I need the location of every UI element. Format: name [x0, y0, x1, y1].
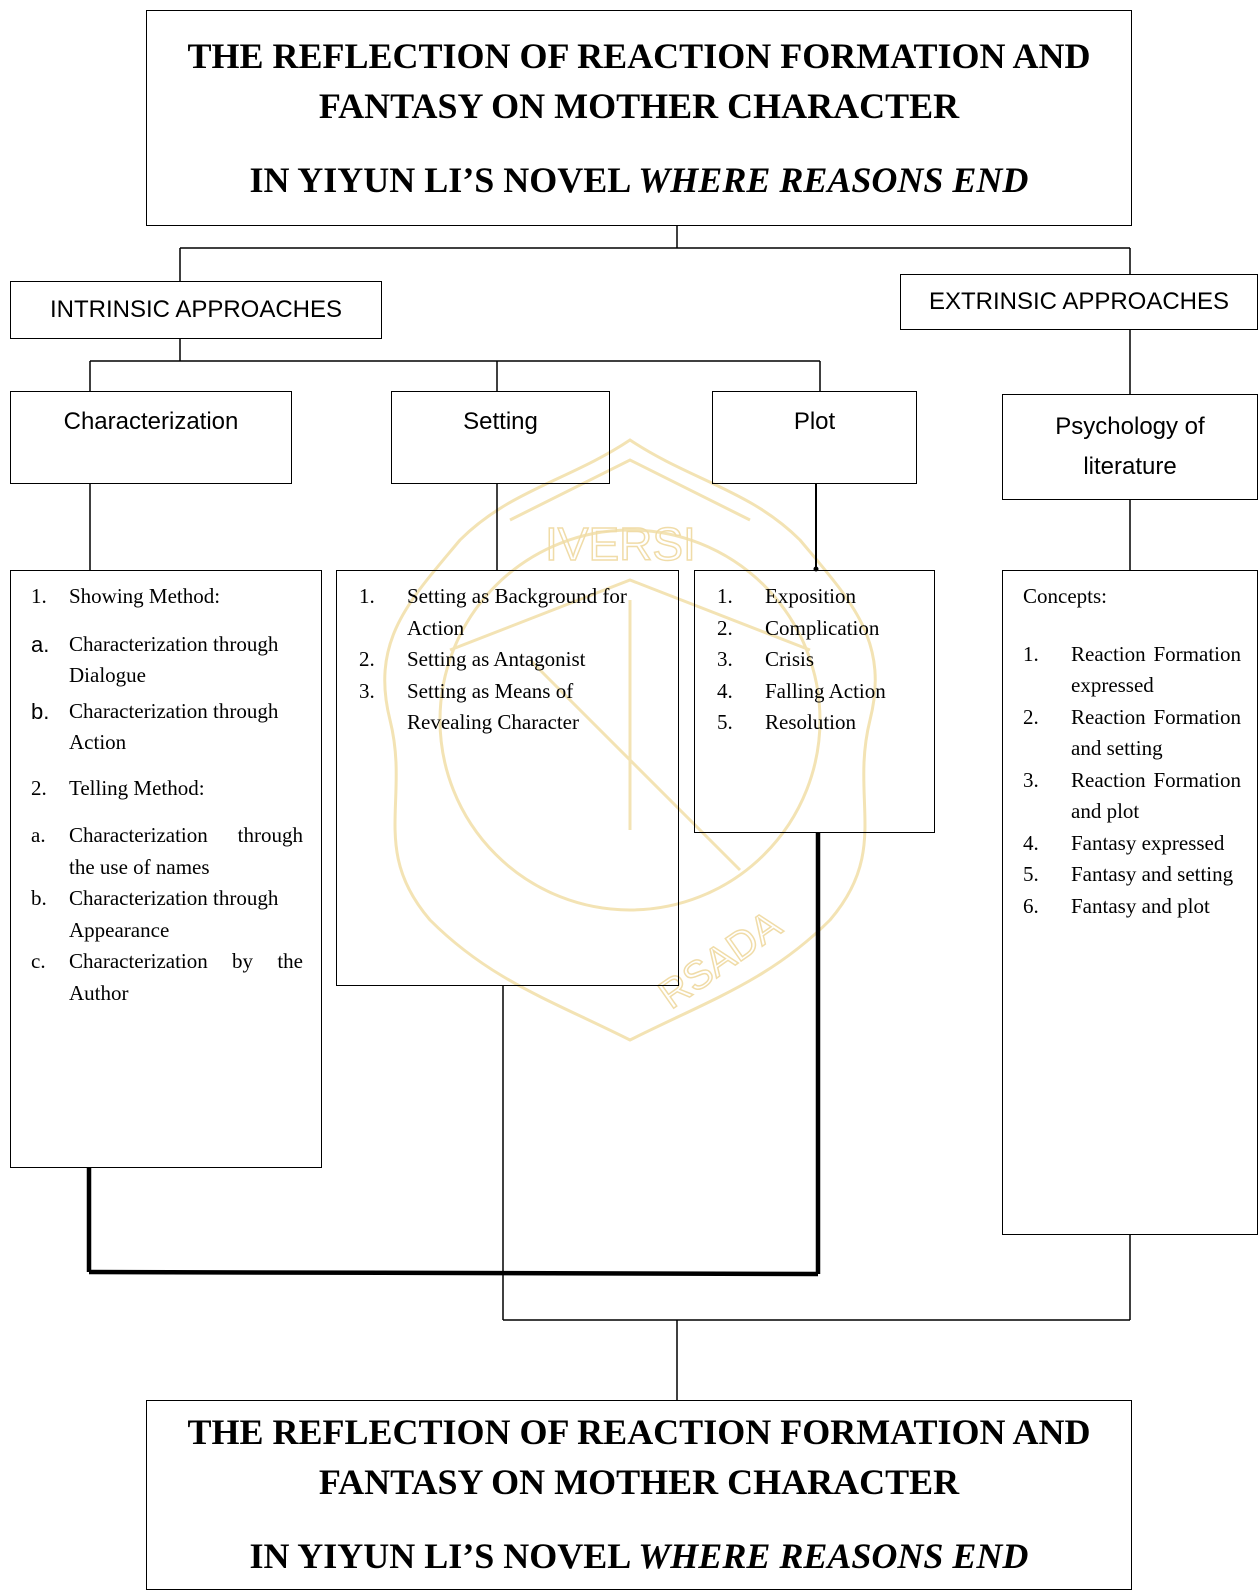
characterization-label: Characterization — [63, 408, 239, 435]
psychology-label-line1: Psychology of — [1055, 413, 1205, 440]
bottom-title-line2: FANTASY ON MOTHER CHARACTER — [318, 1462, 960, 1502]
top-title-line1: THE REFLECTION OF REACTION FORMATION AND — [187, 36, 1091, 76]
psychology-label-line2: literature — [1083, 453, 1177, 480]
characterization-box: Characterization — [10, 391, 292, 484]
list-item: 1.Reaction Formation expressed — [1023, 641, 1241, 698]
psychology-of-literature-box: Psychology of literature — [1002, 394, 1258, 500]
list-item: 2.Reaction Formation and setting — [1023, 704, 1241, 761]
extrinsic-approaches-label: EXTRINSIC APPROACHES — [928, 288, 1230, 315]
svg-text:IVERSI: IVERSI — [545, 518, 696, 570]
top-title-line2: FANTASY ON MOTHER CHARACTER — [318, 86, 960, 126]
list-item: 5.Fantasy and setting — [1023, 862, 1234, 886]
setting-box: Setting — [391, 391, 610, 484]
list-item: a.Characterization through the use of na… — [31, 823, 303, 879]
top-title-line3: IN YIYUN LI’S NOVEL WHERE REASONS END — [249, 160, 1029, 200]
plot-box: Plot — [712, 391, 917, 484]
list-item: 6.Fantasy and plot — [1023, 893, 1210, 918]
characterization-list-box: 1.Showing Method: a.Characterization thr… — [10, 570, 322, 1168]
list-item: 2.Complication — [717, 615, 880, 640]
top-title-box: THE REFLECTION OF REACTION FORMATION AND… — [146, 10, 1132, 226]
list-item: 1.Setting as Background for Action — [359, 584, 627, 640]
list-item: a.Characterization through Dialogue — [31, 631, 279, 688]
setting-list-box: 1.Setting as Background for Action 2.Set… — [336, 570, 679, 986]
plot-list-box: 1.Exposition 2.Complication 3.Crisis 4.F… — [694, 570, 935, 833]
intrinsic-approaches-box: INTRINSIC APPROACHES — [10, 281, 382, 339]
list-item: 1.Exposition — [717, 584, 857, 608]
list-item: 5.Resolution — [717, 710, 857, 734]
setting-label: Setting — [463, 408, 538, 435]
extrinsic-approaches-box: EXTRINSIC APPROACHES — [900, 274, 1258, 330]
list-item: 2.Telling Method: — [31, 775, 205, 800]
university-seal-watermark: IVERSI RSADA — [383, 438, 877, 1042]
concepts-list-box: Concepts: 1.Reaction Formation expressed… — [1002, 570, 1258, 1235]
bottom-title-line3: IN YIYUN LI’S NOVEL WHERE REASONS END — [249, 1536, 1029, 1576]
list-item: c.Characterization by the Author — [31, 949, 303, 1005]
intrinsic-approaches-label: INTRINSIC APPROACHES — [49, 296, 343, 323]
list-item: 3.Setting as Means of Revealing Characte… — [359, 678, 579, 735]
list-item: 3.Crisis — [717, 647, 815, 671]
list-item: 2.Setting as Antagonist — [359, 647, 586, 671]
bottom-title-line1: THE REFLECTION OF REACTION FORMATION AND — [187, 1412, 1091, 1452]
list-item: 4.Fantasy expressed — [1023, 830, 1225, 855]
list-item: 1.Showing Method: — [31, 584, 221, 608]
plot-label: Plot — [793, 408, 836, 435]
concepts-heading: Concepts: — [1023, 584, 1107, 608]
list-item: b.Characterization through Appearance — [31, 886, 279, 942]
list-item: 3.Reaction Formation and plot — [1023, 767, 1241, 824]
list-item: 4.Falling Action — [717, 678, 886, 703]
list-item: b.Characterization through Action — [31, 698, 279, 755]
bottom-title-box: THE REFLECTION OF REACTION FORMATION AND… — [146, 1400, 1132, 1590]
